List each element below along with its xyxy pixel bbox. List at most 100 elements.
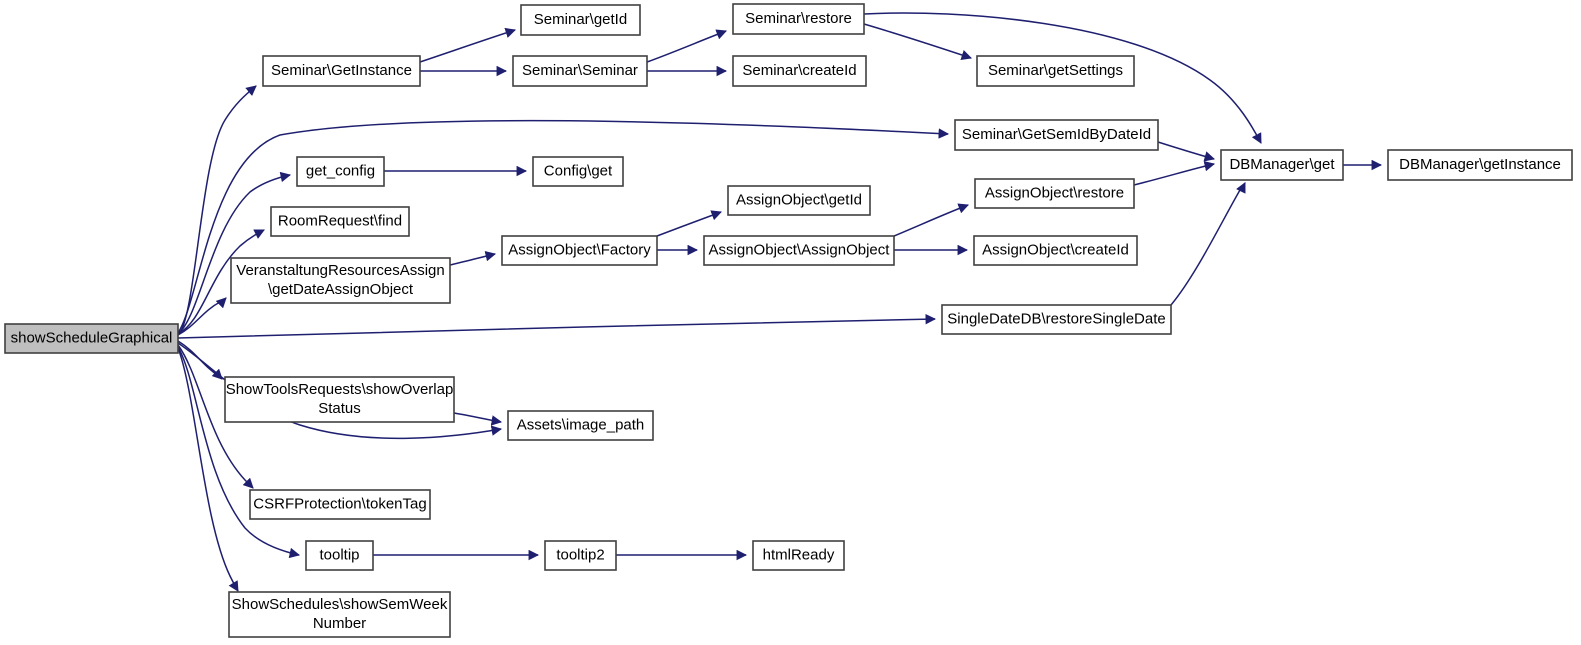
node-label-Seminarrestore: Seminar\restore: [745, 10, 852, 27]
edge-Seminarrestore-to-DBManagerget: [863, 12, 1262, 144]
node-box-DBManagerget[interactable]: [1220, 149, 1344, 181]
edge-AssignObjectFactory-to-AssignObjectgetId: [656, 210, 722, 237]
edge-showScheduleGraphical-to-VeranstaltungResourcesAssign: [177, 297, 227, 336]
node-DBManagerget[interactable]: DBManager\get: [1220, 149, 1344, 181]
node-RoomRequestfind[interactable]: RoomRequest\find: [270, 206, 410, 237]
node-box-Assetsimage_path[interactable]: [507, 410, 654, 441]
node-label-AssignObjectAssignObject: AssignObject\AssignObject: [709, 241, 891, 258]
node-box-ShowToolsRequestsshowOverlapStatus[interactable]: [224, 376, 455, 423]
node-label-RoomRequestfind: RoomRequest\find: [278, 212, 402, 229]
node-box-SingleDateDBrestoreSingleDate[interactable]: [941, 304, 1172, 335]
node-AssignObjectcreateId[interactable]: AssignObject\createId: [973, 235, 1138, 266]
edge-showScheduleGraphical-to-SingleDateDBrestoreSingleDate: [177, 313, 937, 339]
node-SeminarGetInstance[interactable]: Seminar\GetInstance: [262, 55, 421, 87]
node-SeminarSeminar[interactable]: Seminar\Seminar: [512, 55, 648, 87]
node-label-AssignObjectFactory: AssignObject\Factory: [508, 241, 651, 258]
nodes-layer: showScheduleGraphical Seminar\GetInstance…: [4, 3, 1573, 638]
node-box-VeranstaltungResourcesAssign[interactable]: [230, 257, 451, 304]
node-box-ShowSchedulesshowSemWeekNumber[interactable]: [228, 591, 451, 638]
edge-showScheduleGraphical-to-ShowToolsRequestsshowOverlapStatus: [177, 340, 223, 380]
node-label-tooltip: tooltip: [319, 546, 359, 563]
edge-SeminarGetInstance-to-SeminargetId: [419, 27, 516, 63]
node-box-get_config[interactable]: [296, 156, 385, 187]
node-Assetsimage_path[interactable]: Assets\image_path: [507, 410, 654, 441]
node-SingleDateDBrestoreSingleDate[interactable]: SingleDateDB\restoreSingleDate: [941, 304, 1172, 335]
edges-layer: [177, 12, 1383, 592]
node-box-AssignObjectrestore[interactable]: [974, 178, 1135, 209]
edge-SeminarGetSemIdByDateId-to-DBManagerget: [1157, 141, 1216, 162]
node-box-Configget[interactable]: [532, 156, 624, 187]
edge-SeminarSeminar-to-Seminarrestore: [646, 29, 727, 63]
node-htmlReady[interactable]: htmlReady: [752, 540, 845, 571]
node-box-SeminargetSettings[interactable]: [976, 55, 1135, 87]
edge-AssignObjectrestore-to-DBManagerget: [1133, 160, 1216, 186]
node-label-SeminarGetInstance: Seminar\GetInstance: [271, 62, 412, 79]
node-label-VeranstaltungResourcesAssign: VeranstaltungResourcesAssign\getDateAssi…: [236, 262, 444, 298]
node-SeminargetSettings[interactable]: Seminar\getSettings: [976, 55, 1135, 87]
node-AssignObjectrestore[interactable]: AssignObject\restore: [974, 178, 1135, 209]
node-label-Assetsimage_path: Assets\image_path: [517, 416, 645, 433]
node-box-CSRFProtectiontokenTag[interactable]: [249, 489, 431, 520]
node-SeminarcreateId[interactable]: Seminar\createId: [732, 55, 867, 87]
node-box-tooltip[interactable]: [305, 540, 374, 571]
edge-showScheduleGraphical-to-SeminarGetInstance: [177, 85, 257, 336]
node-box-SeminarcreateId[interactable]: [732, 55, 867, 87]
node-label-AssignObjectcreateId: AssignObject\createId: [982, 241, 1129, 258]
node-tooltip2[interactable]: tooltip2: [544, 540, 617, 571]
node-SeminarGetSemIdByDateId[interactable]: Seminar\GetSemIdByDateId: [954, 119, 1159, 151]
node-CSRFProtectiontokenTag[interactable]: CSRFProtection\tokenTag: [249, 489, 431, 520]
node-label-CSRFProtectiontokenTag: CSRFProtection\tokenTag: [253, 495, 426, 512]
node-box-AssignObjectFactory[interactable]: [501, 235, 658, 266]
node-AssignObjectAssignObject[interactable]: AssignObject\AssignObject: [703, 235, 895, 266]
edge-Seminarrestore-to-SeminargetSettings: [863, 23, 972, 60]
node-get_config[interactable]: get_config: [296, 156, 385, 187]
node-SeminargetId[interactable]: Seminar\getId: [520, 4, 641, 36]
node-VeranstaltungResourcesAssign[interactable]: VeranstaltungResourcesAssign\getDateAssi…: [230, 257, 451, 304]
edge-ShowToolsRequestsshowOverlapStatus-to-Assetsimage_path: [453, 412, 503, 426]
node-Seminarrestore[interactable]: Seminar\restore: [732, 3, 865, 35]
node-box-AssignObjectAssignObject[interactable]: [703, 235, 895, 266]
node-label-AssignObjectgetId: AssignObject\getId: [736, 191, 862, 208]
node-showScheduleGraphical[interactable]: showScheduleGraphical: [4, 323, 179, 354]
node-label-SeminarGetSemIdByDateId: Seminar\GetSemIdByDateId: [962, 126, 1151, 143]
node-AssignObjectFactory[interactable]: AssignObject\Factory: [501, 235, 658, 266]
node-box-SeminarGetSemIdByDateId[interactable]: [954, 119, 1159, 151]
edge-showScheduleGraphical-to-get_config: [177, 171, 292, 335]
node-label-get_config: get_config: [306, 162, 375, 179]
edge-showScheduleGraphical-to-CSRFProtectiontokenTag: [177, 344, 254, 489]
node-box-DBManagergetInstance[interactable]: [1387, 149, 1573, 181]
node-DBManagergetInstance[interactable]: DBManager\getInstance: [1387, 149, 1573, 181]
edge-showScheduleGraphical-to-SeminarGetSemIdByDateId: [177, 119, 950, 334]
node-label-DBManagergetInstance: DBManager\getInstance: [1399, 156, 1561, 173]
node-box-showScheduleGraphical[interactable]: [4, 323, 179, 354]
node-box-SeminarSeminar[interactable]: [512, 55, 648, 87]
node-Configget[interactable]: Config\get: [532, 156, 624, 187]
edge-SingleDateDBrestoreSingleDate-to-DBManagerget: [1170, 182, 1246, 306]
node-box-AssignObjectcreateId[interactable]: [973, 235, 1138, 266]
node-box-tooltip2[interactable]: [544, 540, 617, 571]
node-label-SeminargetId: Seminar\getId: [534, 11, 627, 28]
node-box-AssignObjectgetId[interactable]: [727, 185, 871, 216]
node-label-AssignObjectrestore: AssignObject\restore: [985, 184, 1124, 201]
node-AssignObjectgetId[interactable]: AssignObject\getId: [727, 185, 871, 216]
node-label-Configget: Config\get: [544, 162, 613, 179]
node-tooltip[interactable]: tooltip: [305, 540, 374, 571]
edge-AssignObjectAssignObject-to-AssignObjectrestore: [893, 203, 969, 237]
node-box-SeminargetId[interactable]: [520, 4, 641, 36]
edge-showScheduleGraphical-to-tooltip: [177, 346, 301, 559]
edge-showScheduleGraphical-to-ShowSchedulesshowSemWeekNumber: [177, 347, 239, 592]
node-box-RoomRequestfind[interactable]: [270, 206, 410, 237]
node-label-SingleDateDBrestoreSingleDate: SingleDateDB\restoreSingleDate: [947, 310, 1165, 327]
node-box-SeminarGetInstance[interactable]: [262, 55, 421, 87]
node-label-showScheduleGraphical: showScheduleGraphical: [11, 329, 173, 346]
edge-VeranstaltungResourcesAssign-to-AssignObjectFactory: [449, 251, 497, 266]
node-label-SeminarcreateId: Seminar\createId: [742, 62, 856, 79]
node-box-Seminarrestore[interactable]: [732, 3, 865, 35]
node-box-htmlReady[interactable]: [752, 540, 845, 571]
node-label-DBManagerget: DBManager\get: [1229, 156, 1335, 173]
